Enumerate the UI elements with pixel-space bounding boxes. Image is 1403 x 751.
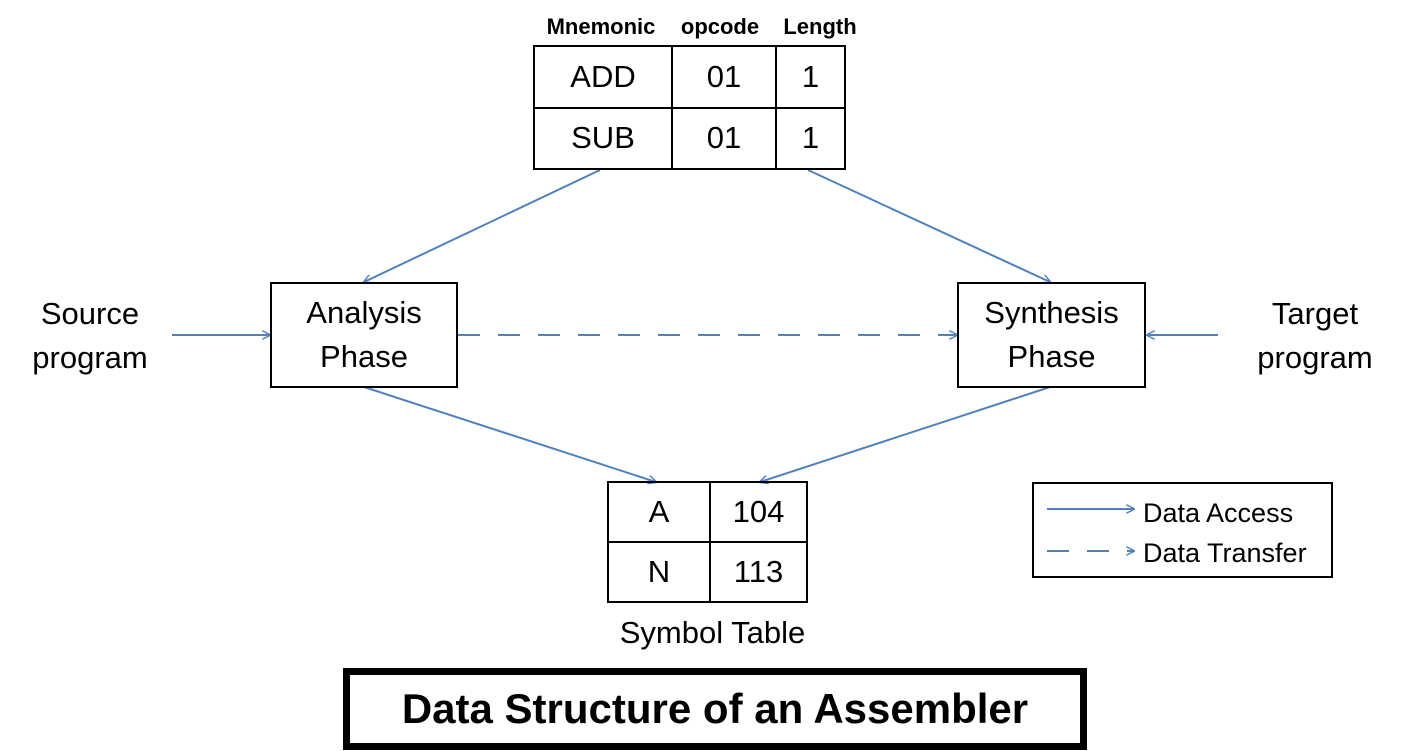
table-row: SUB 01 1: [533, 106, 846, 170]
edge-optab-to-synthesis: [807, 169, 1050, 282]
diagram-title: Data Structure of an Assembler: [343, 668, 1087, 750]
table-cell: A: [607, 481, 711, 543]
optab-header-mnemonic: Mnemonic: [546, 14, 656, 39]
edge-synthesis-to-symtab: [760, 386, 1051, 482]
optab-header-length: Length: [783, 14, 857, 39]
edge-analysis-to-symtab: [363, 386, 656, 482]
optab-header-opcode: opcode: [680, 14, 760, 39]
synthesis-phase-line2: Phase: [1007, 339, 1096, 374]
opcode-table: ADD 01 1 SUB 01 1: [533, 45, 846, 170]
legend: Data Access Data Transfer: [1032, 482, 1333, 578]
table-row: A 104: [607, 481, 808, 543]
synthesis-phase-line1: Synthesis: [984, 295, 1119, 330]
analysis-phase-line1: Analysis: [306, 295, 422, 330]
legend-swatches: [1047, 484, 1331, 576]
analysis-phase-node: Analysis Phase: [270, 282, 458, 388]
legend-transfer-label: Data Transfer: [1143, 538, 1307, 568]
table-cell: 1: [775, 106, 846, 170]
table-cell: 104: [709, 481, 808, 543]
legend-access-label: Data Access: [1143, 498, 1294, 528]
source-program-label: Source program: [32, 296, 148, 375]
analysis-phase-line2: Phase: [320, 339, 408, 374]
table-row: N 113: [607, 541, 808, 603]
symbol-table-caption: Symbol Table: [619, 615, 806, 650]
target-program-label: Target program: [1257, 296, 1373, 375]
table-cell: ADD: [533, 45, 673, 109]
table-cell: SUB: [533, 106, 673, 170]
table-cell: 01: [671, 106, 777, 170]
symbol-table: A 104 N 113: [607, 481, 808, 603]
table-cell: 01: [671, 45, 777, 109]
edge-optab-to-analysis: [364, 169, 601, 282]
table-cell: 1: [775, 45, 846, 109]
table-row: ADD 01 1: [533, 45, 846, 109]
synthesis-phase-node: Synthesis Phase: [957, 282, 1146, 388]
table-cell: N: [607, 541, 711, 603]
table-cell: 113: [709, 541, 808, 603]
